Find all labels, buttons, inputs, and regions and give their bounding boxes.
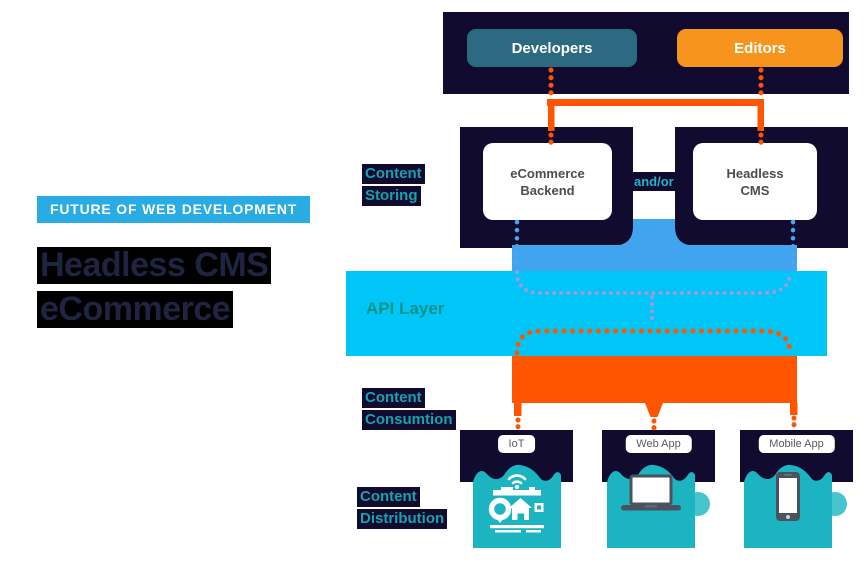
headless-cms-card: Headless CMS: [693, 143, 817, 220]
developers-button[interactable]: Developers: [467, 29, 637, 67]
mobile-blob: [744, 464, 847, 548]
app-box-web: Web App: [602, 430, 715, 482]
api-layer: API Layer: [346, 271, 827, 356]
api-layer-label: API Layer: [366, 299, 445, 318]
wifi-icon: [507, 474, 527, 481]
laptop-icon: [621, 474, 681, 511]
house-icon: [509, 498, 532, 508]
app-box-mobile: Mobile App: [740, 430, 853, 482]
iot-chip: IoT: [497, 435, 536, 453]
storing-box-ecommerce-backend: eCommerce Backend: [460, 127, 633, 248]
editors-button[interactable]: Editors: [677, 29, 843, 67]
iot-blob: [473, 464, 561, 548]
kicker-badge: FUTURE OF WEB DEVELOPMENT: [37, 196, 311, 223]
web-blob: [607, 464, 710, 548]
label-content-distribution: Content Distribution: [357, 487, 448, 531]
page-title: Headless CMS eCommerce: [37, 247, 272, 335]
ecommerce-backend-card: eCommerce Backend: [483, 143, 612, 220]
smartphone-icon: [776, 472, 800, 521]
label-content-consumption: Content Consumtion: [362, 388, 456, 432]
app-connectors: [514, 403, 798, 435]
storing-box-headless-cms: Headless CMS: [675, 127, 848, 248]
web-app-chip: Web App: [625, 435, 692, 453]
consumption-bar: [512, 356, 797, 403]
andor-label: and/or: [629, 172, 679, 191]
actors-banner: Developers Editors: [443, 12, 849, 94]
title-line-2: eCommerce: [37, 291, 234, 328]
mobile-app-chip: Mobile App: [758, 435, 835, 453]
title-line-1: Headless CMS: [37, 247, 272, 284]
label-content-storing: Content Storing: [362, 164, 425, 208]
iot-device-icon: [488, 474, 544, 533]
